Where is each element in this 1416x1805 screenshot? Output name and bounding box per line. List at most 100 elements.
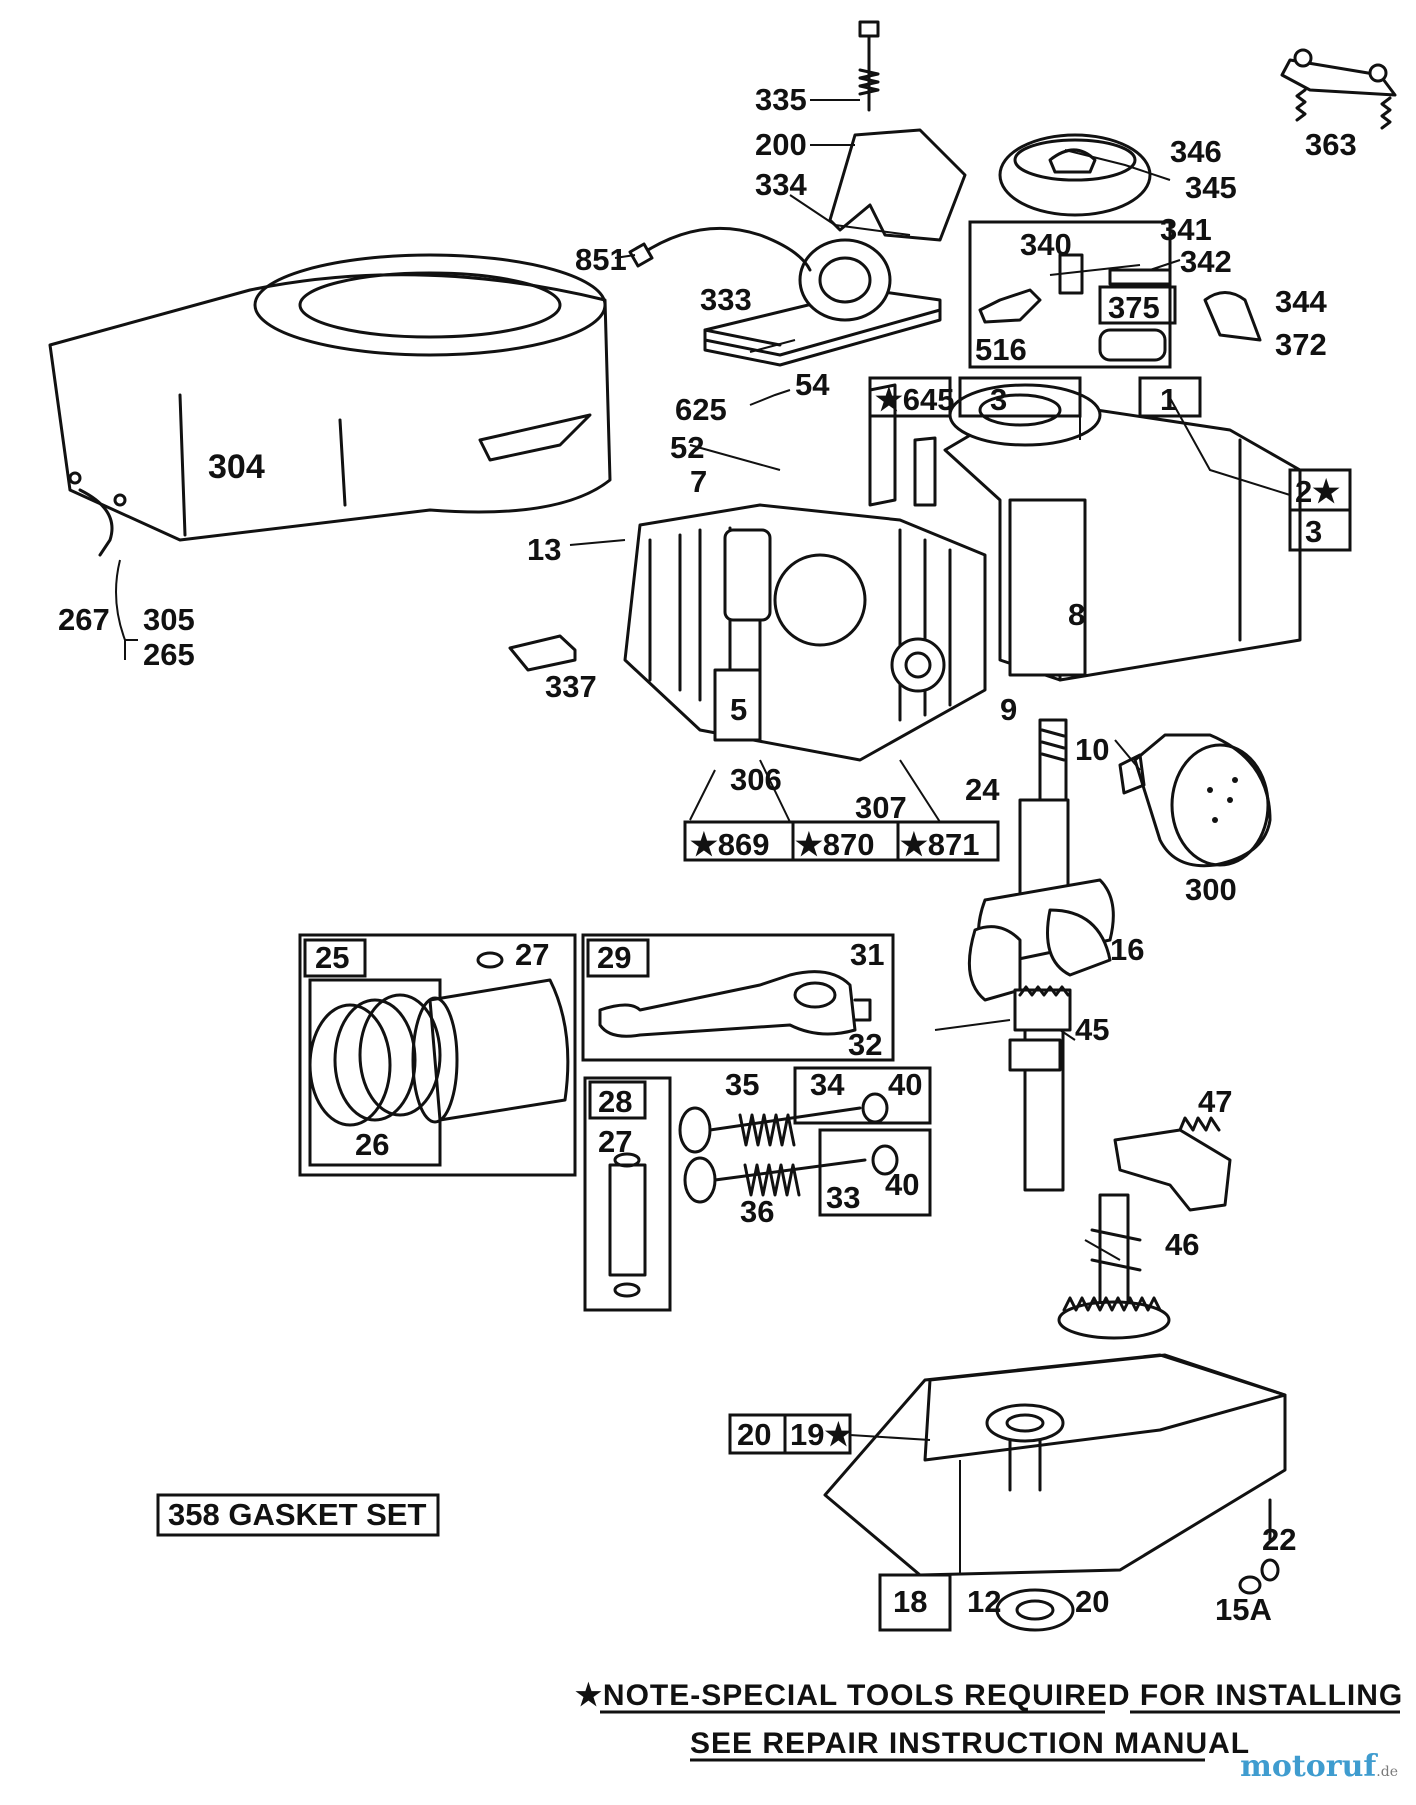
label-47: 47 bbox=[1198, 1084, 1232, 1119]
watermark-brand: motoruf bbox=[1240, 1749, 1377, 1784]
label-2-num: 2 bbox=[1295, 474, 1312, 509]
watermark: motoruf.de bbox=[1240, 1749, 1398, 1784]
label-625: 625 bbox=[675, 392, 727, 427]
camshaft-drawing bbox=[1057, 1116, 1232, 1340]
label-307: 307 bbox=[855, 790, 907, 825]
label-8: 8 bbox=[1068, 597, 1085, 632]
label-869-num: 869 bbox=[718, 827, 770, 862]
special-tools-note: ★NOTE-SPECIAL TOOLS REQUIRED FOR INSTALL… bbox=[575, 1679, 1403, 1762]
label-870-num: 870 bbox=[823, 827, 875, 862]
label-645-num: 645 bbox=[903, 382, 955, 417]
label-19: 19★ bbox=[790, 1417, 852, 1452]
label-375: 375 bbox=[1108, 290, 1160, 325]
label-306: 306 bbox=[730, 762, 782, 797]
label-20-bottom: 20 bbox=[1075, 1584, 1109, 1619]
label-45: 45 bbox=[1075, 1012, 1109, 1047]
label-12: 12 bbox=[967, 1584, 1001, 1619]
label-54: 54 bbox=[795, 367, 830, 402]
label-20-left: 20 bbox=[737, 1417, 771, 1452]
label-200: 200 bbox=[755, 127, 807, 162]
blower-housing-drawing bbox=[48, 253, 612, 557]
label-25: 25 bbox=[315, 940, 349, 975]
governor-parts-drawing bbox=[968, 220, 1262, 369]
muffler-drawing bbox=[508, 634, 1272, 868]
label-304: 304 bbox=[208, 448, 265, 486]
gasket-set-label: 358 GASKET SET bbox=[168, 1497, 426, 1532]
label-10: 10 bbox=[1075, 732, 1109, 767]
label-516: 516 bbox=[975, 332, 1027, 367]
label-7: 7 bbox=[690, 464, 707, 499]
star-870: ★ bbox=[795, 827, 823, 862]
label-40-top: 40 bbox=[888, 1067, 922, 1102]
label-3-side: 3 bbox=[1305, 514, 1322, 549]
star-871: ★ bbox=[900, 827, 928, 862]
label-29: 29 bbox=[597, 940, 631, 975]
label-32: 32 bbox=[848, 1027, 882, 1062]
label-28: 28 bbox=[598, 1084, 632, 1119]
piston-drawing bbox=[298, 933, 577, 1177]
label-333: 333 bbox=[700, 282, 752, 317]
label-36: 36 bbox=[740, 1194, 774, 1229]
label-9: 9 bbox=[1000, 692, 1017, 727]
label-342: 342 bbox=[1180, 244, 1232, 279]
label-851: 851 bbox=[575, 242, 627, 277]
watermark-suffix: .de bbox=[1376, 1764, 1398, 1780]
label-2: 2★ bbox=[1295, 474, 1340, 509]
label-3-top: 3 bbox=[990, 382, 1007, 417]
label-300: 300 bbox=[1185, 872, 1237, 907]
label-52: 52 bbox=[670, 430, 704, 465]
piston-pin-drawing bbox=[583, 1076, 672, 1312]
label-345: 345 bbox=[1185, 170, 1237, 205]
label-46: 46 bbox=[1165, 1227, 1199, 1262]
label-346: 346 bbox=[1170, 134, 1222, 169]
label-344: 344 bbox=[1275, 284, 1327, 319]
note-line-2: SEE REPAIR INSTRUCTION MANUAL bbox=[690, 1727, 1250, 1760]
label-26: 26 bbox=[355, 1127, 389, 1162]
star-19: ★ bbox=[824, 1417, 852, 1452]
label-870: ★870 bbox=[795, 827, 875, 862]
label-27-pin: 27 bbox=[598, 1124, 632, 1159]
sump-drawing bbox=[823, 1353, 1287, 1632]
star-2: ★ bbox=[1312, 474, 1340, 509]
label-645: ★645 bbox=[875, 382, 955, 417]
label-334: 334 bbox=[755, 167, 807, 202]
label-1: 1 bbox=[1160, 382, 1177, 417]
connecting-rod-drawing bbox=[581, 933, 895, 1062]
label-33: 33 bbox=[826, 1180, 860, 1215]
label-13: 13 bbox=[527, 532, 561, 567]
armature-drawing bbox=[628, 226, 942, 367]
label-34: 34 bbox=[810, 1067, 845, 1102]
star-645: ★ bbox=[875, 382, 903, 417]
star-869: ★ bbox=[690, 827, 718, 862]
part-labels: 335 200 334 346 345 363 341 340 342 375 … bbox=[58, 82, 1357, 1627]
label-24: 24 bbox=[965, 772, 1000, 807]
label-372: 372 bbox=[1275, 327, 1327, 362]
label-340: 340 bbox=[1020, 227, 1072, 262]
label-871: ★871 bbox=[900, 827, 980, 862]
label-22: 22 bbox=[1262, 1522, 1296, 1557]
label-5: 5 bbox=[730, 692, 747, 727]
label-305: 305 bbox=[143, 602, 195, 637]
label-363: 363 bbox=[1305, 127, 1357, 162]
valves-drawing bbox=[678, 1066, 932, 1217]
callout-boxes bbox=[156, 285, 1352, 1632]
label-18: 18 bbox=[893, 1584, 927, 1619]
label-335: 335 bbox=[755, 82, 807, 117]
note-star: ★ bbox=[575, 1679, 603, 1712]
label-265: 265 bbox=[143, 637, 195, 672]
label-35: 35 bbox=[725, 1067, 759, 1102]
label-337: 337 bbox=[545, 669, 597, 704]
label-869: ★869 bbox=[690, 827, 770, 862]
label-19-num: 19 bbox=[790, 1417, 824, 1452]
label-871-num: 871 bbox=[928, 827, 980, 862]
label-31: 31 bbox=[850, 937, 884, 972]
leader-lines bbox=[115, 99, 1291, 1575]
label-341: 341 bbox=[1160, 212, 1212, 247]
label-16: 16 bbox=[1110, 932, 1144, 967]
cylinder-block-drawing bbox=[623, 383, 1302, 762]
note-line-1-text: NOTE-SPECIAL TOOLS REQUIRED FOR INSTALLI… bbox=[603, 1679, 1403, 1712]
note-line-1: ★NOTE-SPECIAL TOOLS REQUIRED FOR INSTALL… bbox=[575, 1679, 1403, 1712]
label-27-piston: 27 bbox=[515, 937, 549, 972]
